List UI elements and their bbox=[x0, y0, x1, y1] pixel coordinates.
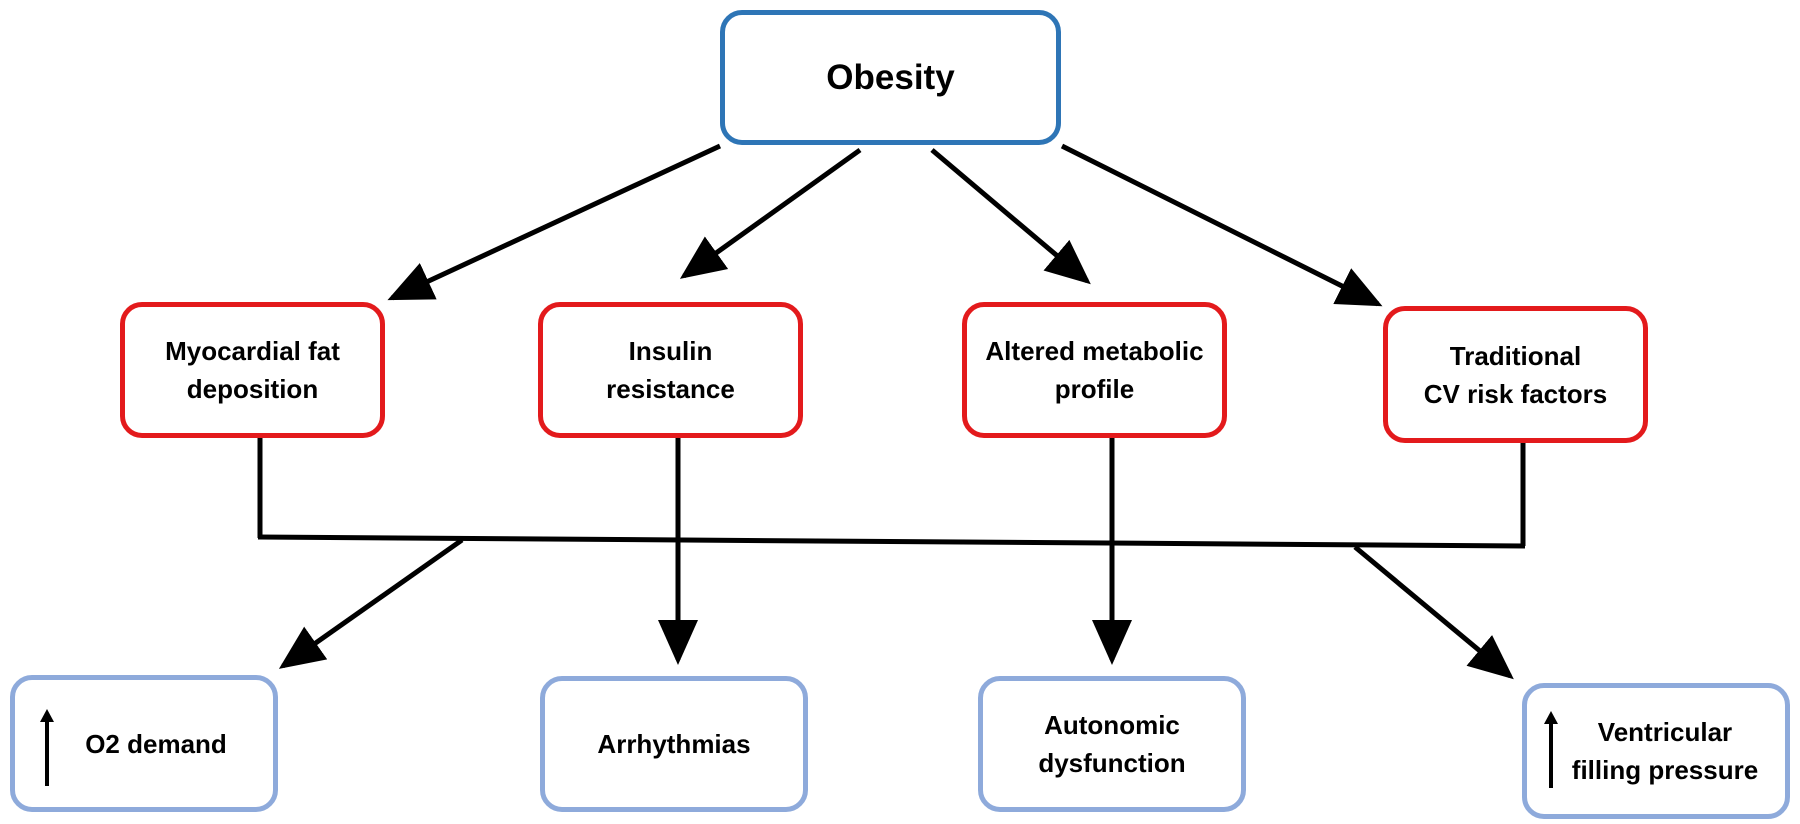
node-arrhythmias-label: Arrhythmias bbox=[597, 729, 751, 759]
node-obesity: Obesity bbox=[720, 10, 1061, 145]
up-arrow-icon bbox=[40, 709, 54, 786]
node-label-line2: filling pressure bbox=[1571, 755, 1759, 785]
connector-horizontal-bar bbox=[257, 534, 1526, 549]
node-label-line1: Myocardial fat bbox=[165, 336, 340, 366]
node-myocardial-fat-deposition: Myocardial fat deposition bbox=[120, 302, 385, 438]
node-label-line2: resistance bbox=[606, 374, 735, 404]
node-label-line2: dysfunction bbox=[1038, 748, 1186, 778]
node-label-line2: deposition bbox=[186, 374, 319, 404]
arrow-obesity-to-myocardial bbox=[387, 143, 722, 301]
node-ventricular-filling-pressure: Ventricular filling pressure bbox=[1522, 683, 1790, 819]
node-label-line2: CV risk factors bbox=[1423, 378, 1608, 409]
node-label-line2: profile bbox=[1054, 374, 1135, 404]
node-label-line1: Traditional bbox=[1449, 340, 1582, 371]
arrow-bar-to-o2demand bbox=[278, 537, 464, 669]
node-o2-demand: O2 demand bbox=[10, 675, 278, 812]
node-autonomic-dysfunction: Autonomic dysfunction bbox=[978, 676, 1246, 812]
node-label-line1: Ventricular bbox=[1597, 717, 1733, 747]
node-obesity-label: Obesity bbox=[826, 57, 955, 97]
node-label-line1: Altered metabolic bbox=[985, 336, 1204, 366]
node-label-line1: Autonomic bbox=[1044, 710, 1180, 740]
arrow-obesity-to-insulin bbox=[679, 147, 862, 279]
node-traditional-cv-risk-factors: Traditional CV risk factors bbox=[1383, 306, 1648, 443]
node-arrhythmias: Arrhythmias bbox=[540, 676, 808, 812]
node-insulin-resistance: Insulin resistance bbox=[538, 302, 803, 438]
node-altered-metabolic-profile: Altered metabolic profile bbox=[962, 302, 1227, 438]
arrow-obesity-to-traditional bbox=[1060, 143, 1383, 307]
node-o2-demand-label: O2 demand bbox=[85, 728, 227, 759]
node-label-line1: Insulin bbox=[628, 336, 713, 366]
arrow-bar-to-ventricular bbox=[1353, 545, 1514, 680]
arrow-obesity-to-metabolic bbox=[930, 148, 1091, 285]
up-arrow-icon bbox=[1544, 711, 1558, 788]
